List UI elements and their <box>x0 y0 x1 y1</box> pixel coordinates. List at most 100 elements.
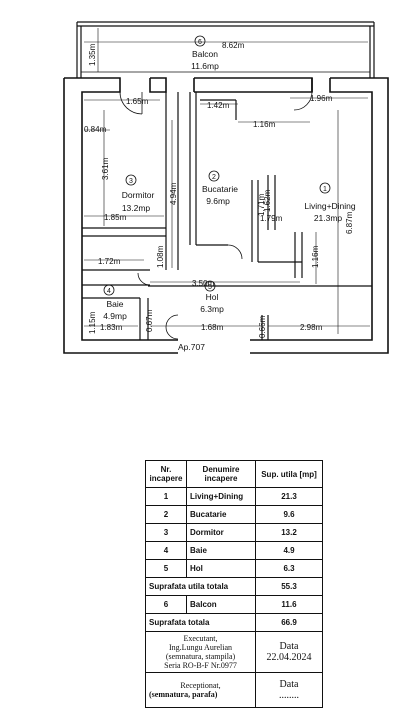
received-by-line: Receptionat, <box>180 681 221 690</box>
dim-balcony-depth: 1.35m <box>88 43 97 66</box>
executed-by-line: Seria RO-B-F Nr.0977 <box>164 661 237 670</box>
room-6-area: 11.6mp <box>191 61 219 71</box>
row-nr: 4 <box>145 541 187 560</box>
row-name: Living+Dining <box>186 487 256 506</box>
room-4-area: 4.9mp <box>103 311 127 321</box>
dim-bath-lower: 1.83m <box>100 323 123 332</box>
row-area: 6.3 <box>255 559 323 578</box>
dim-bedroom-width: 1.85m <box>104 213 127 222</box>
row-name: Dormitor <box>186 523 256 542</box>
room-1-area: 21.3mp <box>314 213 343 223</box>
dim-living-top: 1.96m <box>310 94 333 103</box>
table-row: 3 Dormitor 13.2 <box>145 523 323 542</box>
useful-total-value: 55.3 <box>255 577 323 596</box>
dim-kitchen-width: 1.79m <box>260 214 283 223</box>
dim-kitchen-top: 1.42m <box>207 101 230 110</box>
received-by-line: (semnatura, parafa) <box>149 690 218 699</box>
room-1-name: Living+Dining <box>304 201 356 211</box>
row-nr: 5 <box>145 559 187 578</box>
dim-living-depth: 6.87m <box>345 211 354 234</box>
table-row: 6 Balcon 11.6 <box>145 595 323 614</box>
room-3-name: Dormitor <box>122 190 155 200</box>
table-header-row: Nr. incapere Denumire incapere Sup. util… <box>145 460 323 488</box>
received-date-value: ........ <box>279 690 299 701</box>
header-area: Sup. utila [mp] <box>255 460 323 488</box>
received-by-row: Receptionat, (semnatura, parafa) Data ..… <box>145 672 323 708</box>
row-name: Baie <box>186 541 256 560</box>
row-name: Balcon <box>186 595 256 614</box>
room-2-area: 9.6mp <box>206 196 230 206</box>
dim-kitchen-small-b: 1.62m <box>263 189 272 212</box>
dim-hall-width: 3.50m <box>192 279 215 288</box>
room-number-circles <box>103 35 331 296</box>
executed-by-row: Executant, Ing.Lungu Aurelian (semnatura… <box>145 631 323 673</box>
executed-date: Data 22.04.2024 <box>255 631 323 673</box>
dim-bath-width: 1.72m <box>98 257 121 266</box>
table-row: 2 Bucatarie 9.6 <box>145 505 323 524</box>
dim-kitchen-small-a: 1.71m <box>257 193 266 216</box>
room-4-number: 4 <box>107 288 111 295</box>
row-area: 13.2 <box>255 523 323 542</box>
area-table: Nr. incapere Denumire incapere Sup. util… <box>145 460 323 708</box>
row-area: 11.6 <box>255 595 323 614</box>
room-5-name: Hol <box>206 292 219 302</box>
room-3-area: 13.2mp <box>122 203 151 213</box>
room-5-area: 6.3mp <box>200 304 224 314</box>
dim-living-lower: 1.16m <box>311 245 320 268</box>
room-3-number: 3 <box>129 178 133 185</box>
exterior-walls <box>63 77 389 354</box>
dim-bedroom-depth: 3.61m <box>101 157 110 180</box>
table-row: 4 Baie 4.9 <box>145 541 323 560</box>
balcony-outline <box>76 21 375 78</box>
received-date: Data ........ <box>255 672 323 708</box>
executed-by-line: Ing.Lungu Aurelian <box>168 643 233 652</box>
executed-by: Executant, Ing.Lungu Aurelian (semnatura… <box>145 631 256 673</box>
room-5-number: 5 <box>208 284 212 291</box>
dim-hall-gap: 1.08m <box>156 245 165 268</box>
header-nr: Nr. incapere <box>145 460 187 488</box>
useful-total-label: Suprafata utila totala <box>145 577 256 596</box>
date-value: 22.04.2024 <box>266 652 312 663</box>
dim-bath-depth: 1.15m <box>88 311 97 334</box>
door-swings <box>119 91 313 340</box>
dim-living-bottom-pier: 0.66m <box>258 315 267 338</box>
room-4-name: Baie <box>106 299 123 309</box>
room-2-number: 2 <box>212 174 216 181</box>
room-2-name: Bucatarie <box>202 184 238 194</box>
header-name: Denumire incapere <box>186 460 256 488</box>
apartment-number: Ap.707 <box>178 342 205 352</box>
table-row: 5 Hol 6.3 <box>145 559 323 578</box>
room-6-name: Balcon <box>192 49 218 59</box>
row-area: 9.6 <box>255 505 323 524</box>
row-nr: 1 <box>145 487 187 506</box>
useful-total-row: Suprafata utila totala 55.3 <box>145 577 323 596</box>
received-date-label: Data <box>279 679 299 690</box>
row-nr: 6 <box>145 595 187 614</box>
executed-by-line: Executant, <box>183 634 218 643</box>
row-name: Bucatarie <box>186 505 256 524</box>
dim-bedroom-pier: 0.84m <box>84 125 107 134</box>
dimension-lines <box>84 28 370 334</box>
dim-hall-lower: 1.68m <box>201 323 224 332</box>
date-label: Data <box>279 641 299 652</box>
dim-kitchen-inner: 1.16m <box>253 120 276 129</box>
row-area: 21.3 <box>255 487 323 506</box>
dim-living-bottom: 2.98m <box>300 323 323 332</box>
table-row: 1 Living+Dining 21.3 <box>145 487 323 506</box>
row-nr: 2 <box>145 505 187 524</box>
dim-balcony-width: 8.62m <box>222 41 245 50</box>
total-row: Suprafata totala 66.9 <box>145 613 323 632</box>
total-value: 66.9 <box>255 613 323 632</box>
row-name: Hol <box>186 559 256 578</box>
row-nr: 3 <box>145 523 187 542</box>
dim-bath-door: 0.67m <box>145 309 154 332</box>
row-area: 4.9 <box>255 541 323 560</box>
room-6-number: 6 <box>198 39 202 46</box>
total-label: Suprafata totala <box>145 613 256 632</box>
dim-corridor-length: 4.94m <box>169 182 178 205</box>
dim-bedroom-door-offset: 1.65m <box>126 97 149 106</box>
executed-by-line: (semnatura, stampila) <box>165 652 236 661</box>
received-by: Receptionat, (semnatura, parafa) <box>145 672 256 708</box>
interior-walls <box>82 92 372 340</box>
room-1-number: 1 <box>323 186 327 193</box>
